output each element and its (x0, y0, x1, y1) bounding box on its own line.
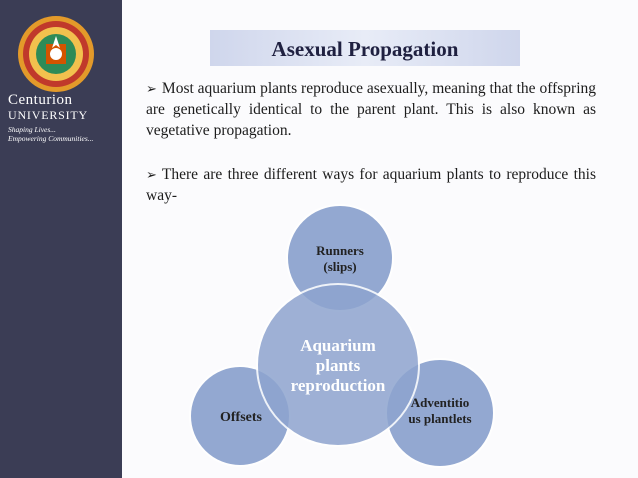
bullet-text-1: Most aquarium plants reproduce asexually… (146, 80, 596, 139)
bullet-arrow-icon: ➢ (146, 81, 157, 96)
sidebar: Centurion UNIVERSITY Shaping Lives... Em… (0, 0, 122, 478)
runners-label: Runners (slips) (316, 243, 364, 274)
bullet-arrow-icon: ➢ (146, 167, 157, 182)
slide-title: Asexual Propagation (271, 37, 459, 61)
brand-university: UNIVERSITY (8, 108, 88, 122)
brand-name: Centurion (8, 92, 73, 108)
tagline-2: Empowering Communities... (8, 134, 94, 143)
center-circle (256, 283, 420, 447)
center-label: Aquarium plants reproduction (290, 336, 386, 395)
bullet-paragraph-2: ➢There are three different ways for aqua… (146, 164, 596, 206)
university-logo-icon (18, 16, 94, 92)
bullet-paragraph-1: ➢Most aquarium plants reproduce asexuall… (146, 78, 596, 141)
offsets-label: Offsets (220, 410, 262, 425)
adventitious-label: Adventitio us plantlets (408, 395, 472, 426)
tagline-1: Shaping Lives... (8, 125, 56, 134)
bullet-text-2: There are three different ways for aquar… (146, 166, 596, 204)
title-banner (210, 30, 520, 66)
